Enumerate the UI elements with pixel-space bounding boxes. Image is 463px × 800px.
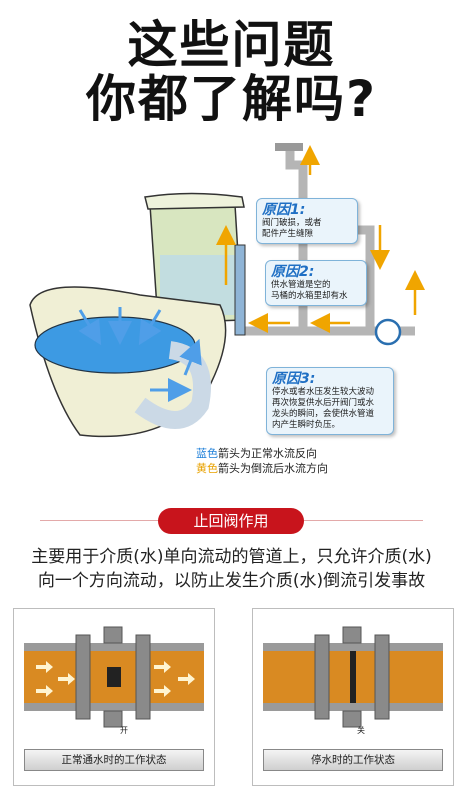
valve-disc-open [107, 667, 121, 687]
reason-1-note: 原因1: 阀门破损，或者 配件产生缝隙 [256, 198, 358, 244]
closed-valve-drawing [263, 626, 443, 728]
description-line-2: 向一个方向流动，以防止发生介质(水)倒流引发事故 [37, 571, 426, 591]
pipe-bottom-wall [24, 703, 204, 711]
faucet [275, 143, 303, 151]
closed-small-label: 关 [357, 726, 365, 735]
valve-disc-closed [350, 651, 356, 703]
reason-1-title: 原因1: [262, 202, 306, 218]
closed-state-caption: 停水时的工作状态 [263, 749, 443, 771]
tank-lid [144, 192, 245, 210]
pipe-top-wall [24, 643, 204, 651]
pipe-bottom-wall [263, 703, 443, 711]
arrow-legend: 蓝色箭头为正常水流反向 黄色箭头为倒流后水流方向 [196, 446, 328, 476]
section-title-pill: 止回阀作用 [158, 508, 304, 534]
headline-line-2: 你都了解吗? [85, 70, 377, 128]
flange-right [135, 634, 151, 720]
closed-state-panel: 关 停水时的工作状态 [252, 608, 454, 786]
open-small-label: 开 [120, 726, 128, 735]
valve-cap-top [103, 626, 123, 644]
legend-blue-row: 蓝色箭头为正常水流反向 [196, 446, 328, 461]
flange-right [374, 634, 390, 720]
reason-3-line-1: 停水或者水压发生较大波动 [272, 387, 375, 397]
pipe-top-wall [263, 643, 443, 651]
description-line-1: 主要用于介质(水)单向流动的管道上，只允许介质(水) [31, 547, 432, 567]
reason-3-title: 原因3: [272, 371, 316, 387]
valve-cap-bottom [103, 710, 123, 728]
open-valve-drawing [24, 626, 204, 728]
toilet-pipe-drawing [29, 143, 425, 438]
reason-2-line-2: 马桶的水箱里却有水 [271, 291, 348, 301]
fill-valve [234, 244, 246, 336]
reason-2-title: 原因2: [271, 264, 315, 280]
legend-blue-text: 箭头为正常水流反向 [218, 447, 317, 460]
legend-yellow-row: 黄色箭头为倒流后水流方向 [196, 461, 328, 476]
flange-left [75, 634, 91, 720]
reason-2-note: 原因2: 供水管道是空的 马桶的水箱里却有水 [265, 260, 367, 306]
headline-line-1: 这些问题 [127, 16, 336, 74]
open-state-caption: 正常通水时的工作状态 [24, 749, 204, 771]
reason-3-line-4: 内产生瞬时负压。 [272, 420, 341, 430]
reason-3-line-3: 龙头的瞬间，会使供水管道 [272, 409, 375, 419]
valve-cap-top [342, 626, 362, 644]
reason-3-note: 原因3: 停水或者水压发生较大波动 再次恢复供水后开阀门或水 龙头的瞬间，会使供… [266, 367, 394, 435]
reason-3-line-2: 再次恢复供水后开阀门或水 [272, 398, 375, 408]
legend-yellow-text: 箭头为倒流后水流方向 [218, 462, 328, 475]
legend-blue-word: 蓝色 [196, 447, 218, 460]
valve-cap-bottom [342, 710, 362, 728]
toilet-backflow-illustration: 原因1: 阀门破损，或者 配件产生缝隙 原因2: 供水管道是空的 马桶的水箱里却… [20, 135, 450, 480]
flange-left [314, 634, 330, 720]
legend-yellow-word: 黄色 [196, 462, 218, 475]
flow-arrows [36, 661, 195, 697]
reason-1-line-2: 配件产生缝隙 [262, 229, 314, 239]
reason-2-line-1: 供水管道是空的 [271, 280, 331, 290]
check-valve-symbol [374, 318, 402, 346]
reason-1-line-1: 阀门破损，或者 [262, 218, 322, 228]
open-state-panel: 开 正常通水时的工作状态 [13, 608, 215, 786]
